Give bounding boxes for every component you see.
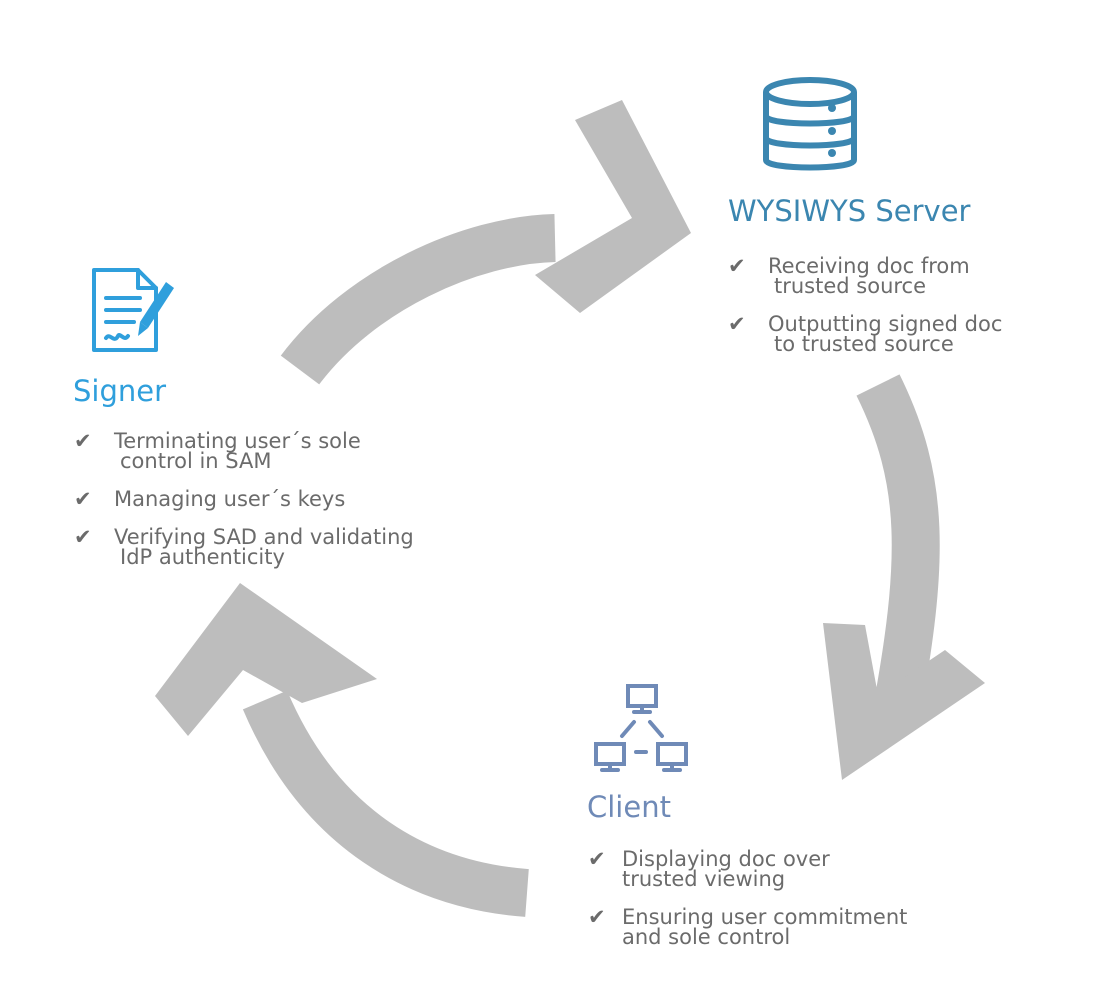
signer-bullets: ✔ Terminating user´s sole control in SAM…: [74, 431, 414, 585]
check-icon: ✔: [74, 429, 92, 453]
check-icon: ✔: [728, 254, 746, 278]
list-item: ✔ Receiving doc from trusted source: [728, 254, 970, 298]
arrow-server-to-client: [823, 374, 985, 780]
client-bullets: ✔ Displaying doc over trusted viewing ✔ …: [588, 849, 907, 965]
list-item: ✔ Managing user´s keys: [74, 487, 346, 511]
arrow-client-to-signer: [155, 583, 530, 917]
server-title: WYSIWYS Server: [728, 194, 971, 228]
document-signature-icon: [90, 262, 180, 362]
network-computers-icon: [592, 682, 692, 786]
check-icon: ✔: [588, 847, 606, 871]
list-item: ✔ Displaying doc over trusted viewing: [588, 847, 830, 891]
check-icon: ✔: [74, 487, 92, 511]
client-title: Client: [587, 790, 671, 824]
check-icon: ✔: [74, 525, 92, 549]
list-item: ✔ Ensuring user commitment and sole cont…: [588, 905, 908, 949]
signer-title: Signer: [73, 374, 167, 408]
list-item: ✔ Outputting signed doc to trusted sourc…: [728, 312, 1003, 356]
list-item: ✔ Terminating user´s sole control in SAM: [74, 429, 361, 473]
server-bullets: ✔ Receiving doc from trusted source ✔ Ou…: [728, 256, 1002, 372]
check-icon: ✔: [588, 905, 606, 929]
arrow-signer-to-server: [280, 100, 691, 385]
list-item: ✔ Verifying SAD and validating IdP authe…: [74, 525, 414, 569]
database-server-icon: [760, 76, 860, 180]
check-icon: ✔: [728, 312, 746, 336]
